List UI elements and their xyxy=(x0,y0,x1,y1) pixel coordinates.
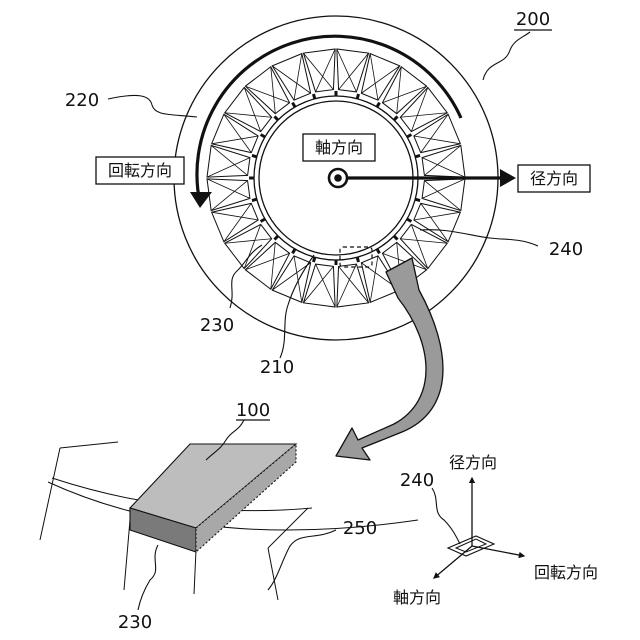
rotor-magnet-tick xyxy=(377,249,380,253)
rotor-magnet-tick xyxy=(313,257,314,262)
radial-direction-label: 径方向 xyxy=(530,169,578,188)
ref-210: 210 xyxy=(260,357,294,378)
ref-200: 200 xyxy=(516,9,550,30)
leader-230-bottom xyxy=(138,545,158,610)
edge-line-left-1 xyxy=(40,448,60,540)
rotor-magnet-tick xyxy=(357,257,358,262)
edge-line-far-1 xyxy=(268,548,278,600)
ref-100: 100 xyxy=(236,400,270,421)
rotor-magnet-tick xyxy=(407,219,411,222)
leader-240-axes xyxy=(432,488,460,544)
ref-240-axes: 240 xyxy=(400,470,434,491)
rotor-magnet-tick xyxy=(274,116,278,120)
rotor-magnet-tick xyxy=(274,236,278,240)
edge-line-far-2 xyxy=(268,508,308,548)
axes-rotation-arrow xyxy=(472,546,524,556)
ref-240-top: 240 xyxy=(549,239,583,260)
rotor-magnet-tick xyxy=(252,155,257,156)
rotor-magnet-tick xyxy=(377,103,380,107)
rotor-magnet-tick xyxy=(415,199,420,200)
axial-direction-label: 軸方向 xyxy=(315,138,363,157)
axes-axial-label: 軸方向 xyxy=(393,588,441,607)
rotor-magnet-tick xyxy=(293,103,296,107)
edge-line-mid xyxy=(124,520,130,590)
axes-radial-label: 径方向 xyxy=(449,453,497,472)
rotor-magnet-tick xyxy=(357,94,358,99)
rotor-magnet-tick xyxy=(394,116,398,120)
ref-230-bottom: 230 xyxy=(118,612,152,633)
edge-line-right xyxy=(194,550,196,594)
rotor-magnet-tick xyxy=(293,249,296,253)
rotor-magnet-tick xyxy=(261,219,265,222)
ref-230-top: 230 xyxy=(200,315,234,336)
axes-rotation-label: 回転方向 xyxy=(534,563,598,582)
rotor-magnet-tick xyxy=(313,94,314,99)
ref-220: 220 xyxy=(65,90,99,111)
ref-250: 250 xyxy=(343,518,377,539)
rotor-magnet-tick xyxy=(252,199,257,200)
rotor-magnet-tick xyxy=(394,236,398,240)
radial-arrow-head xyxy=(500,169,516,187)
leader-220 xyxy=(108,95,197,117)
leader-200 xyxy=(483,32,530,80)
edge-line-left-2 xyxy=(60,442,118,448)
leader-250 xyxy=(268,530,336,590)
axial-symbol-dot xyxy=(334,174,342,182)
rotor-magnet-tick xyxy=(415,155,420,156)
rotor-magnet-tick xyxy=(261,135,265,138)
rotation-direction-label: 回転方向 xyxy=(108,161,172,180)
rotor-magnet-tick xyxy=(407,135,411,138)
rotation-arrow-head xyxy=(190,192,212,208)
